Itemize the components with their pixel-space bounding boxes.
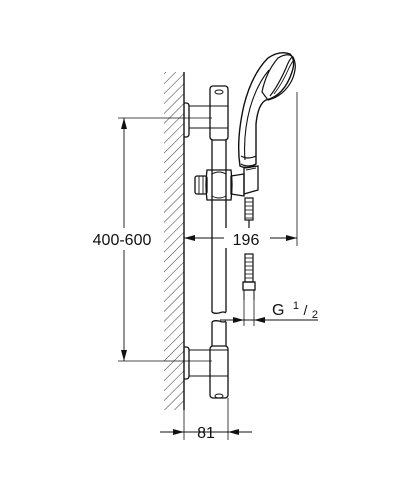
extension-lines [118, 92, 298, 440]
thread-denominator: 2 [312, 309, 318, 321]
thread-numerator: 1 [293, 300, 299, 312]
mount-depth-label: 81 [197, 425, 215, 442]
shower-rail [211, 140, 227, 314]
hand-shower [237, 51, 296, 169]
dimension-shower-offset [184, 228, 297, 248]
sliding-holder [194, 165, 259, 201]
thread-type: G [272, 302, 284, 319]
upper-wall-bracket [184, 85, 229, 141]
thread-size-label: G 1 / 2 [272, 296, 318, 321]
dimension-mount-depth [160, 429, 252, 435]
wall [164, 72, 185, 410]
thread-slash: / [303, 302, 307, 318]
dimension-thread [220, 317, 318, 323]
shower-offset-label: 196 [233, 232, 260, 249]
shower-hose [242, 197, 256, 300]
shower-rail-lower [211, 320, 227, 346]
height-range-label: 400-600 [93, 232, 152, 249]
dimension-height [84, 118, 164, 361]
lower-wall-bracket [184, 345, 229, 399]
